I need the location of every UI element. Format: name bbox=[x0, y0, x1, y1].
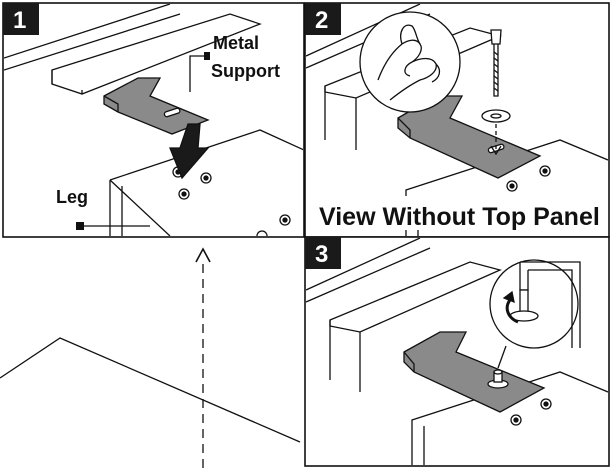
step-3-badge bbox=[305, 237, 341, 269]
hand-pinch-icon bbox=[377, 24, 441, 101]
view-caption: View Without Top Panel bbox=[319, 203, 600, 231]
step-1-number: 1 bbox=[13, 7, 26, 34]
step-2-badge bbox=[305, 3, 341, 35]
step-3-panel: 3 bbox=[304, 236, 610, 467]
step-3-number: 3 bbox=[315, 241, 328, 268]
metal-support-label: Metal bbox=[213, 33, 259, 53]
step-1-panel: 1 Metal Support Leg bbox=[2, 2, 305, 238]
step-2-panel: 2 View Without Top Panel bbox=[304, 2, 610, 238]
leg-label: Leg bbox=[56, 187, 88, 207]
svg-text:Support: Support bbox=[211, 61, 280, 81]
step-2-number: 2 bbox=[315, 7, 328, 34]
allen-wrench-turn-icon bbox=[502, 261, 581, 348]
guide-arrow-head bbox=[195, 247, 211, 263]
step-1-badge bbox=[3, 3, 39, 35]
overview-drawing bbox=[0, 247, 301, 468]
